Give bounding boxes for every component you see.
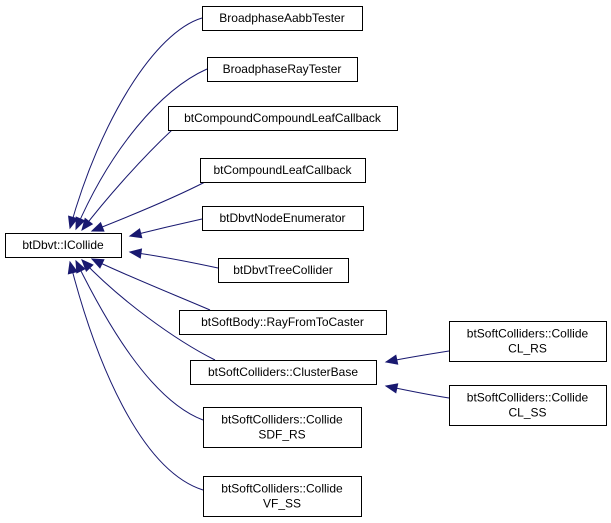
- node-box: [449, 321, 607, 362]
- edge-bt-soft-colliders-collide-cl-rs-to-bt-soft-colliders-cluster-base: [384, 350, 450, 365]
- edge-broadphase-ray-tester-to-icollide: [75, 68, 208, 231]
- node-box: [449, 385, 607, 426]
- edge-bt-soft-colliders-cluster-base-to-icollide: [81, 259, 216, 361]
- node-bt-soft-colliders-cluster-base[interactable]: btSoftColliders::ClusterBase: [190, 360, 377, 385]
- arrowhead: [81, 259, 94, 272]
- edge-line: [75, 260, 204, 421]
- arrowhead: [75, 216, 86, 231]
- node-icollide[interactable]: btDbvt::ICollide: [5, 233, 122, 258]
- edge-bt-compound-leaf-callback-to-icollide: [90, 181, 206, 232]
- node-box: [200, 158, 366, 183]
- edge-bt-soft-colliders-collide-sdf-rs-to-icollide: [75, 259, 204, 421]
- edge-line: [75, 68, 208, 230]
- edge-broadphase-aabb-tester-to-icollide: [68, 17, 203, 230]
- arrowhead: [67, 260, 78, 275]
- edge-bt-dbvt-tree-collider-to-icollide: [128, 248, 219, 269]
- node-label: btDbvtNodeEnumerator: [219, 211, 345, 225]
- node-box: [190, 360, 377, 385]
- node-box: [202, 206, 364, 231]
- edge-bt-soft-colliders-collide-vf-ss-to-icollide: [67, 260, 204, 491]
- node-box: [202, 6, 363, 31]
- edge-bt-dbvt-node-enumerator-to-icollide: [128, 218, 203, 239]
- arrowhead: [90, 221, 105, 232]
- node-label: CL_SS: [508, 406, 546, 420]
- edge-line: [69, 17, 203, 229]
- arrowhead: [90, 258, 105, 269]
- edge-line: [81, 129, 173, 231]
- node-bt-dbvt-tree-collider[interactable]: btDbvtTreeCollider: [218, 258, 349, 283]
- node-label: btSoftColliders::ClusterBase: [208, 365, 358, 379]
- node-label: btSoftColliders::Collide: [221, 413, 343, 427]
- node-label: BroadphaseRayTester: [223, 62, 342, 76]
- node-broadphase-aabb-tester[interactable]: BroadphaseAabbTester: [202, 6, 363, 31]
- node-label: btSoftColliders::Collide: [467, 327, 589, 341]
- node-label: SDF_RS: [258, 428, 305, 442]
- node-bt-compound-compound-leaf-callback[interactable]: btCompoundCompoundLeafCallback: [168, 106, 398, 131]
- node-bt-compound-leaf-callback[interactable]: btCompoundLeafCallback: [200, 158, 366, 183]
- arrowhead: [384, 354, 399, 365]
- edge-line: [69, 261, 204, 491]
- edge-line: [129, 251, 219, 269]
- node-box: [218, 258, 349, 283]
- node-label: btDbvt::ICollide: [22, 238, 104, 252]
- node-label: btSoftColliders::Collide: [467, 391, 589, 405]
- edge-bt-soft-body-ray-from-to-caster-to-icollide: [90, 258, 211, 311]
- edge-line: [81, 259, 216, 361]
- node-box: [203, 476, 362, 517]
- edge-bt-soft-colliders-collide-cl-ss-to-bt-soft-colliders-cluster-base: [384, 383, 450, 399]
- node-bt-dbvt-node-enumerator[interactable]: btDbvtNodeEnumerator: [202, 206, 364, 231]
- arrowhead: [81, 217, 94, 232]
- node-box: [179, 310, 387, 335]
- node-box: [5, 233, 122, 258]
- edge-bt-compound-compound-leaf-callback-to-icollide: [81, 129, 173, 232]
- node-label: BroadphaseAabbTester: [219, 11, 344, 25]
- node-label: CL_RS: [508, 342, 547, 356]
- edge-line: [91, 181, 206, 232]
- edge-line: [91, 258, 211, 311]
- node-label: VF_SS: [263, 497, 301, 511]
- node-box: [168, 106, 398, 131]
- arrowhead: [128, 248, 143, 259]
- node-bt-soft-body-ray-from-to-caster[interactable]: btSoftBody::RayFromToCaster: [179, 310, 387, 335]
- arrowhead: [68, 215, 79, 230]
- node-broadphase-ray-tester[interactable]: BroadphaseRayTester: [207, 57, 358, 82]
- arrowhead: [75, 259, 86, 274]
- node-label: btCompoundLeafCallback: [213, 163, 352, 177]
- node-box: [207, 57, 358, 82]
- node-box: [203, 407, 362, 448]
- node-label: btDbvtTreeCollider: [233, 263, 333, 277]
- node-label: btSoftColliders::Collide: [221, 482, 343, 496]
- edges-layer: [67, 17, 450, 491]
- node-label: btCompoundCompoundLeafCallback: [184, 111, 382, 125]
- arrowhead: [128, 228, 143, 239]
- arrowhead: [384, 383, 399, 394]
- node-label: btSoftBody::RayFromToCaster: [201, 315, 364, 329]
- nodes-layer: btDbvt::ICollide BroadphaseAabbTesterBroa…: [5, 6, 607, 517]
